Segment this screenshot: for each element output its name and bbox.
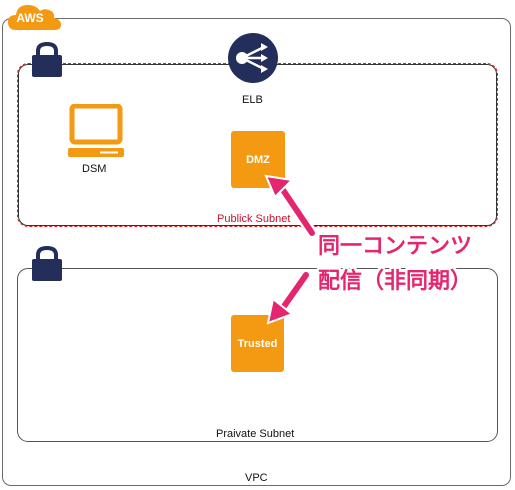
- cloud-icon: [8, 5, 61, 30]
- arrow-icon: [264, 174, 318, 239]
- lock-icon: [32, 246, 62, 281]
- private-subnet: [17, 268, 498, 442]
- trusted-server[interactable]: Trusted: [231, 315, 284, 372]
- dsm-label: DSM: [82, 163, 107, 175]
- public-subnet-label: Publick Subnet: [217, 213, 291, 225]
- elb-label: ELB: [242, 94, 263, 106]
- vpc-label: VPC: [245, 472, 268, 484]
- vpc-container: [2, 18, 511, 486]
- annotation-line-1: 同一コンテンツ: [318, 234, 473, 259]
- lock-icon: [32, 42, 62, 77]
- monitor-icon[interactable]: [66, 104, 126, 160]
- annotation-line-2: 配信（非同期）: [318, 269, 473, 294]
- aws-badge-label: AWS: [16, 11, 44, 25]
- elb-node[interactable]: [228, 33, 278, 83]
- arrow-icon: [266, 269, 312, 325]
- private-subnet-label: Praivate Subnet: [216, 428, 295, 440]
- elb-icon: [236, 43, 268, 73]
